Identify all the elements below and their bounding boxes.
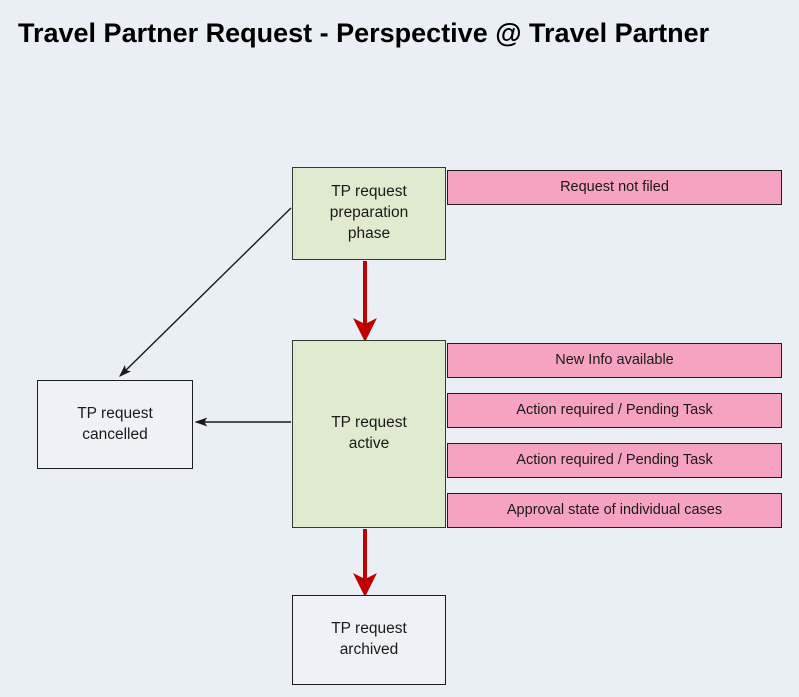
status-action-required-2[interactable]: Action required / Pending Task <box>447 443 782 478</box>
state-node-cancelled[interactable]: TP request cancelled <box>37 380 193 469</box>
transition-prep-to-cancelled <box>119 207 292 377</box>
state-node-label: TP request preparation phase <box>329 183 409 242</box>
status-new-info-available[interactable]: New Info available <box>447 343 782 378</box>
status-bar-label: Action required / Pending Task <box>516 401 713 418</box>
status-request-not-filed[interactable]: Request not filed <box>447 170 782 205</box>
state-node-active[interactable]: TP request active <box>292 340 446 528</box>
status-bar-label: Action required / Pending Task <box>516 451 713 468</box>
state-node-label: TP request cancelled <box>77 404 153 443</box>
status-action-required-1[interactable]: Action required / Pending Task <box>447 393 782 428</box>
state-node-archived[interactable]: TP request archived <box>292 595 446 685</box>
status-bar-label: New Info available <box>555 351 674 368</box>
status-bar-label: Request not filed <box>560 178 669 195</box>
page-title: Travel Partner Request - Perspective @ T… <box>18 18 710 48</box>
status-approval-state[interactable]: Approval state of individual cases <box>447 493 782 528</box>
state-node-label: TP request active <box>331 414 407 452</box>
state-node-label: TP request archived <box>331 620 407 658</box>
status-bar-label: Approval state of individual cases <box>506 501 723 518</box>
state-node-prep[interactable]: TP request preparation phase <box>292 167 446 260</box>
